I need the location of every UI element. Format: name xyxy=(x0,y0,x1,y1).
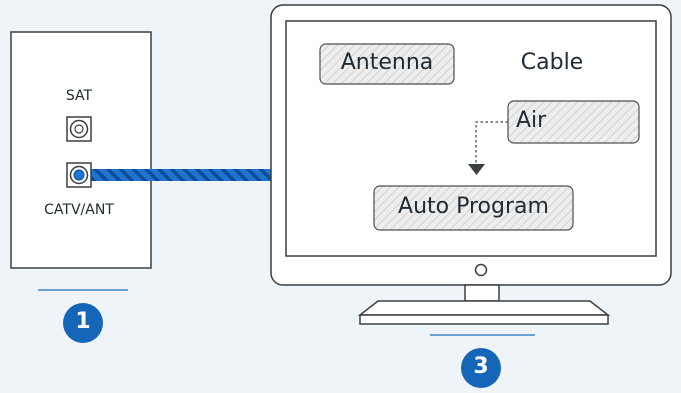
antenna-option-box xyxy=(319,43,455,85)
step-3-badge xyxy=(461,348,501,388)
cable-option-label: Cable xyxy=(520,50,584,75)
coax-cable xyxy=(80,169,272,181)
power-button-icon xyxy=(474,263,488,277)
flow-arrow-line xyxy=(475,121,508,163)
catv-connector-icon xyxy=(66,162,92,188)
auto-program-option-box xyxy=(373,185,574,231)
sat-label: SAT xyxy=(65,88,93,104)
tv-stand xyxy=(357,284,611,325)
auto-program-option-label: Auto Program xyxy=(398,194,549,219)
step-1-badge xyxy=(63,303,103,343)
step-3-number: 3 xyxy=(473,354,489,379)
antenna-option-label: Antenna xyxy=(340,50,434,75)
step-1-number: 1 xyxy=(75,309,91,334)
arrow-down-icon xyxy=(468,164,485,175)
sat-connector-icon xyxy=(66,116,92,142)
catv-ant-label: CATV/ANT xyxy=(44,202,114,218)
wall-plate xyxy=(10,31,152,269)
air-option-label: Air xyxy=(516,108,547,133)
